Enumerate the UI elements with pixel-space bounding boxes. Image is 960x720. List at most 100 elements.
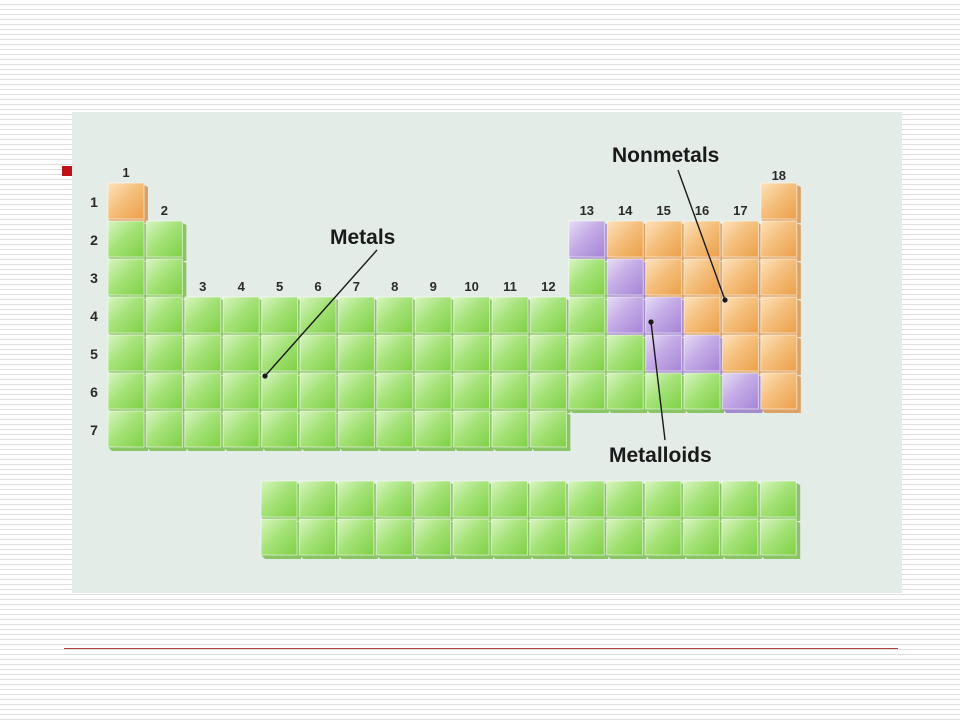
element-cell-metal [453, 296, 494, 337]
element-cell-nonmetal [760, 182, 801, 223]
element-cell-metal [337, 410, 379, 451]
element-cell-metal [645, 372, 686, 413]
period-number-7: 7 [90, 422, 98, 438]
f-block-cell [606, 518, 647, 559]
element-cell-nonmetal [645, 220, 686, 261]
element-cell-metal [491, 372, 532, 413]
element-cell-metal [184, 372, 225, 413]
element-cell-metal [184, 334, 225, 375]
group-number-9: 9 [430, 279, 437, 294]
element-cell-metal [568, 258, 609, 299]
period-number-1: 1 [90, 194, 98, 210]
element-cell-metal [261, 296, 302, 337]
element-cell-nonmetal [760, 296, 801, 337]
element-cell-metal [107, 220, 148, 261]
group-number-7: 7 [353, 279, 360, 294]
element-cell-metalloid [721, 372, 763, 413]
f-block-cell [644, 480, 685, 521]
group-number-18: 18 [772, 168, 786, 183]
element-cell-metal [453, 334, 494, 375]
group-number-16: 16 [695, 203, 709, 218]
element-cell-nonmetal [721, 220, 763, 261]
period-number-2: 2 [90, 232, 98, 248]
element-cell-metalloid [606, 296, 648, 337]
f-block-cell [721, 518, 762, 559]
period-number-3: 3 [90, 270, 98, 286]
f-block-cell [375, 518, 417, 559]
element-cell-metal [107, 334, 148, 375]
element-cell-metal [529, 296, 571, 337]
element-cell-metalloid [568, 220, 609, 261]
element-cell-metal [145, 410, 187, 451]
nonmetals-pointer-dot [722, 297, 728, 303]
f-block-cell [529, 518, 570, 559]
element-cell-metal [107, 372, 148, 413]
element-cell-metal [606, 334, 648, 375]
f-block-cell [682, 518, 724, 559]
f-block-cell [644, 518, 685, 559]
element-cell-metal [107, 410, 148, 451]
footer-rule [64, 648, 898, 649]
element-cell-nonmetal [721, 258, 763, 299]
element-cell-metal [184, 296, 225, 337]
element-cell-metal [145, 334, 187, 375]
callouts: Metals Nonmetals Metalloids [262, 144, 728, 467]
group-number-1: 1 [122, 165, 129, 180]
f-block-cell [759, 480, 801, 521]
element-cell-metal [261, 372, 302, 413]
element-cell-metal [453, 410, 494, 451]
element-cell-metal [107, 258, 148, 299]
element-cell-metal [337, 334, 379, 375]
metals-pointer [264, 249, 378, 377]
group-number-6: 6 [314, 279, 321, 294]
element-cell-nonmetal [683, 258, 724, 299]
element-cell-metal [491, 334, 532, 375]
element-cell-metal [261, 334, 302, 375]
element-cell-metal [376, 334, 417, 375]
metalloids-pointer-dot [648, 319, 654, 325]
group-number-2: 2 [161, 203, 168, 218]
element-cell-metal [568, 334, 609, 375]
element-cell-metal [222, 334, 264, 375]
element-cell-metal [184, 410, 225, 451]
element-cell-metal [145, 258, 187, 299]
element-cell-metal [376, 372, 417, 413]
element-cell-metal [453, 372, 494, 413]
element-cell-metal [222, 410, 264, 451]
element-cell-metal [299, 296, 340, 337]
element-cell-metal [145, 296, 187, 337]
element-cell-metal [107, 296, 148, 337]
f-block-cell [414, 518, 455, 559]
f-block-cell [298, 518, 340, 559]
element-cell-metal [683, 372, 724, 413]
element-cell-nonmetal [760, 258, 801, 299]
element-cell-metal [376, 410, 417, 451]
element-cell-metal [337, 372, 379, 413]
group-number-14: 14 [618, 203, 633, 218]
f-block-cell [759, 518, 801, 559]
element-cell-metal [222, 372, 264, 413]
f-block-cell [260, 480, 301, 521]
metalloids-pointer [650, 321, 666, 441]
element-cell-metal [299, 372, 340, 413]
group-number-15: 15 [656, 203, 670, 218]
period-number-4: 4 [90, 308, 98, 324]
element-cell-metal [491, 410, 532, 451]
f-block-cell [337, 518, 378, 559]
group-number-17: 17 [733, 203, 747, 218]
f-block-cell [337, 480, 378, 521]
element-cell-metalloid [606, 258, 648, 299]
f-block-cell [490, 480, 532, 521]
element-cell-metal [529, 372, 571, 413]
element-cells [107, 182, 801, 559]
element-cell-nonmetal [683, 296, 724, 337]
group-number-8: 8 [391, 279, 398, 294]
element-cell-metal [529, 334, 571, 375]
group-number-13: 13 [580, 203, 594, 218]
f-block-cell [414, 480, 455, 521]
f-block-cell [298, 480, 340, 521]
element-cell-nonmetal [760, 334, 801, 375]
element-cell-metal [414, 296, 456, 337]
f-block-cell [567, 518, 609, 559]
